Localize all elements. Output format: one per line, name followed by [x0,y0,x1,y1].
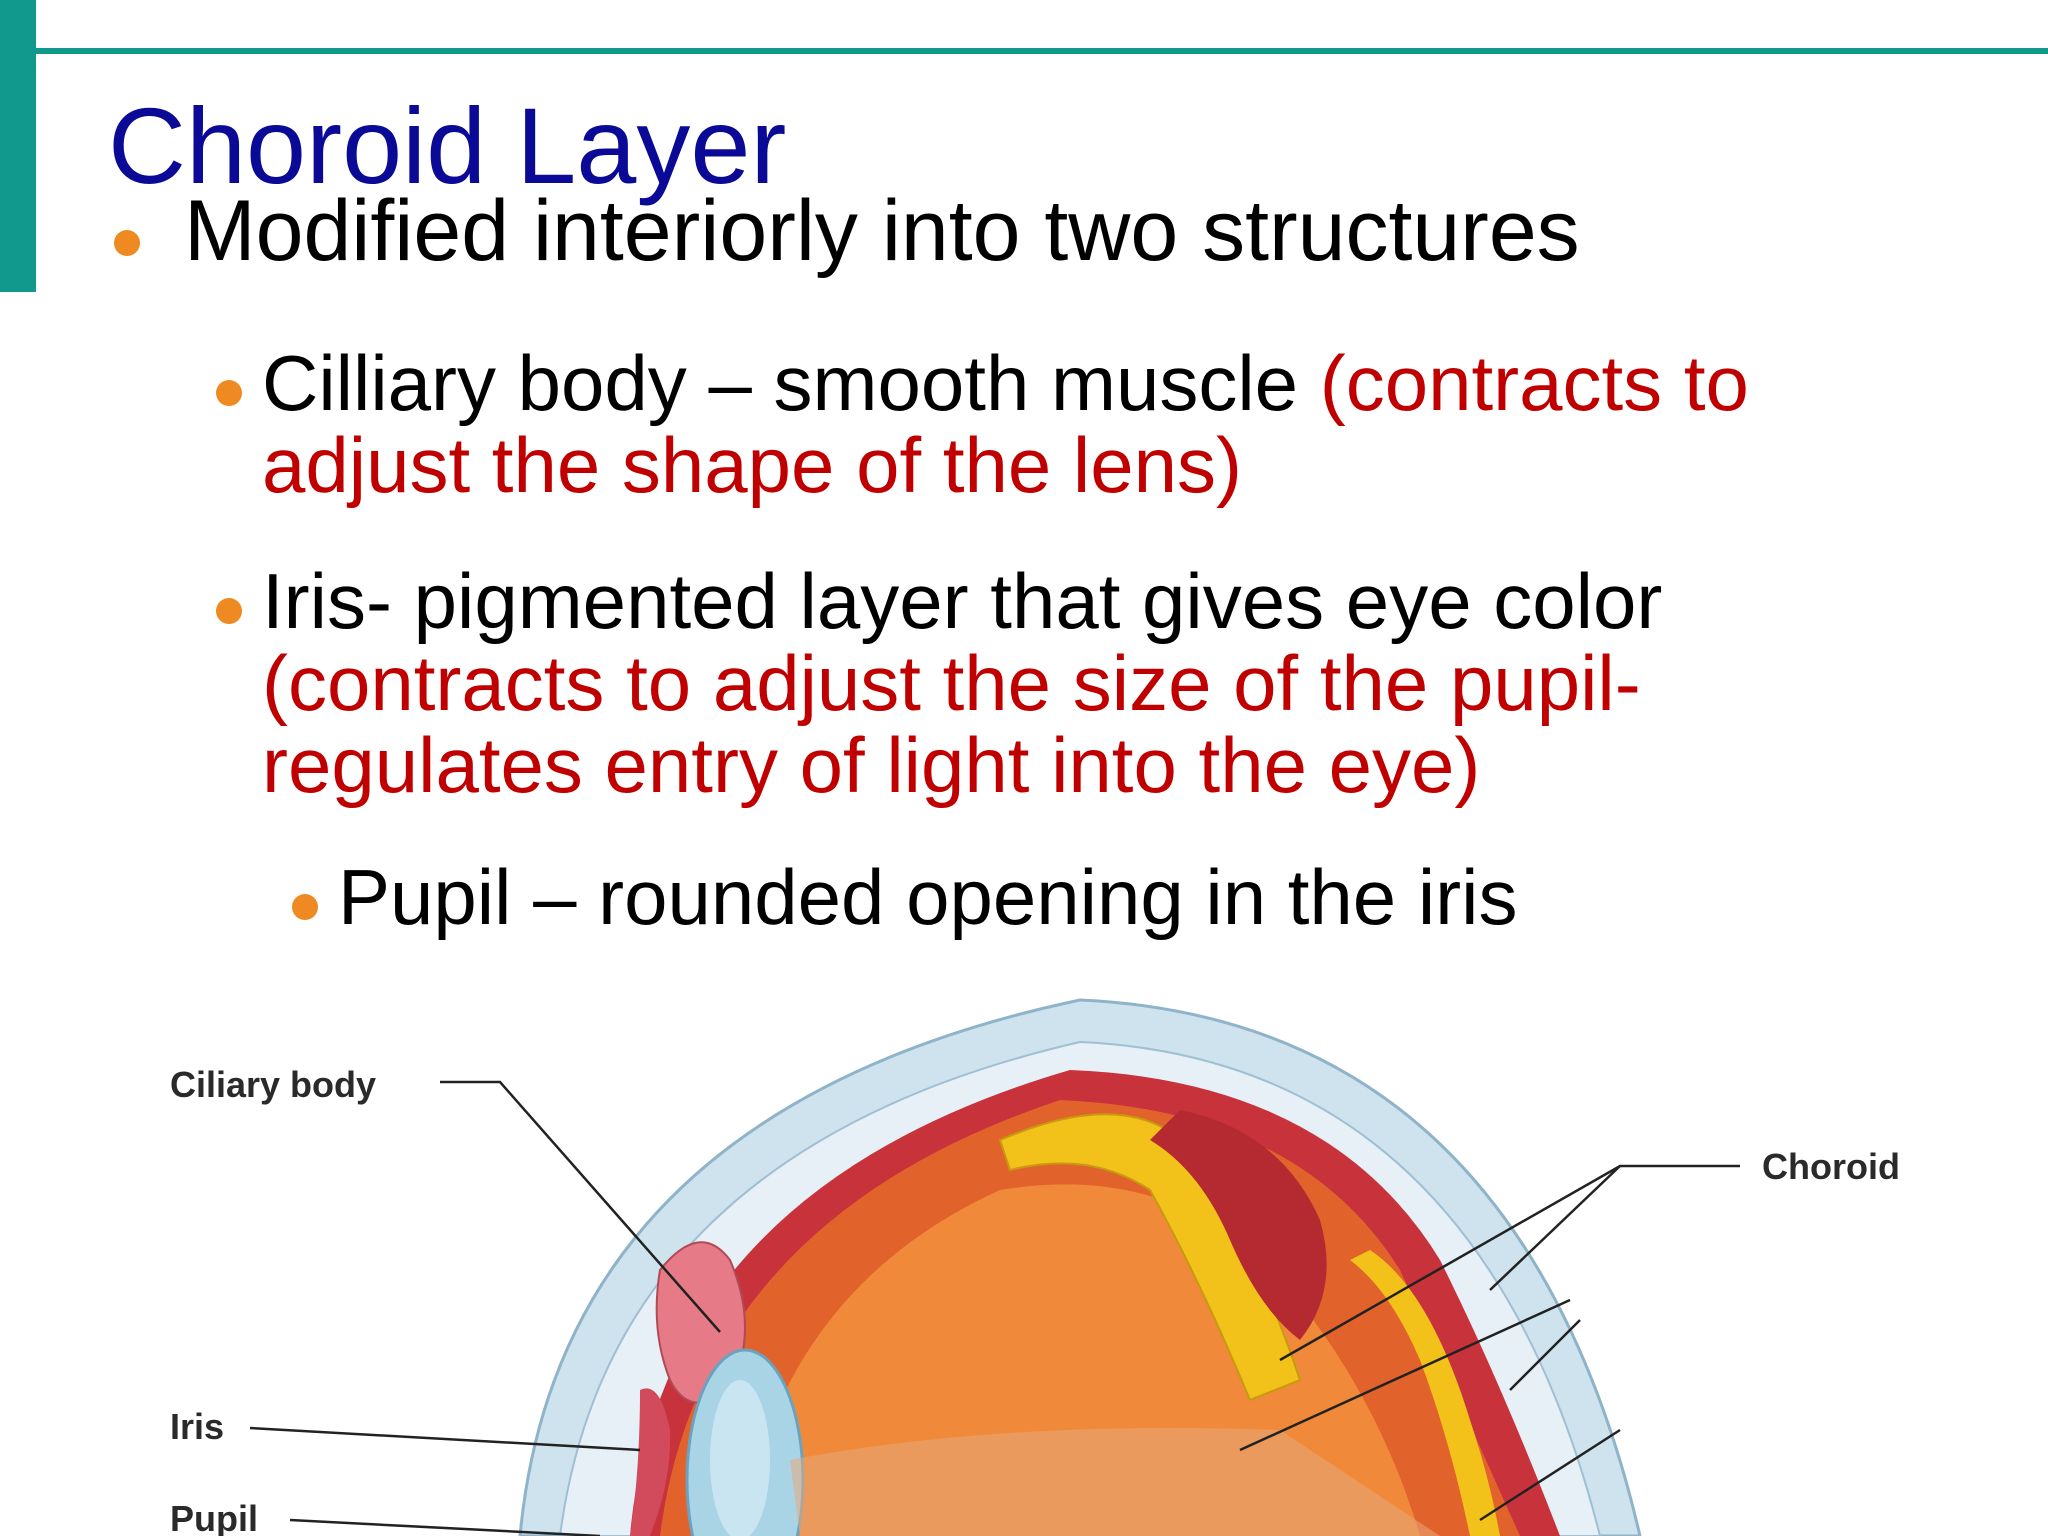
pupil-text: Pupil – rounded opening in the iris [338,853,1518,941]
ciliary-note-line1: (contracts to [1319,339,1749,427]
bullet-iris: Iris- pigmented layer that gives eye col… [216,557,1663,809]
bullet-dot-icon [216,380,242,406]
iris-note-line2: regulates entry of light into the eye) [262,721,1481,809]
bullet-text: Modified interiorly into two structures [184,183,1580,279]
choroid-band [1350,1250,1500,1536]
yellow-sheet [998,1113,1302,1402]
ciliary-note-line2: adjust the shape of the lens) [262,421,1242,509]
accent-bar-left [0,0,36,292]
eye-cross-section-diagram [249,998,1740,1536]
label-ciliary-body: Ciliary body [170,1064,377,1105]
bullet-pupil: Pupil – rounded opening in the iris [292,853,1518,941]
iris-note-line1: (contracts to adjust the size of the pup… [262,639,1641,727]
bullet-dot-icon [216,598,242,624]
iris-shape [630,1388,671,1536]
bullet-dot-icon [114,230,140,256]
ridge [1150,1110,1327,1340]
bullet-ciliary-body: Cilliary body – smooth muscle (contracts… [216,339,1749,509]
ciliary-text: Cilliary body – smooth muscle [262,339,1320,427]
bullet-modified-interiorly: Modified interiorly into two structures [114,188,1580,274]
floor-plane [790,1428,1440,1536]
label-choroid: Choroid [1762,1146,1900,1187]
label-pupil: Pupil [170,1498,258,1536]
label-iris: Iris [170,1406,225,1447]
slide-title: Choroid Layer [108,85,787,206]
iris-text: Iris- pigmented layer that gives eye col… [262,557,1663,645]
accent-line-top [36,48,2048,54]
bullet-dot-icon [292,894,318,920]
